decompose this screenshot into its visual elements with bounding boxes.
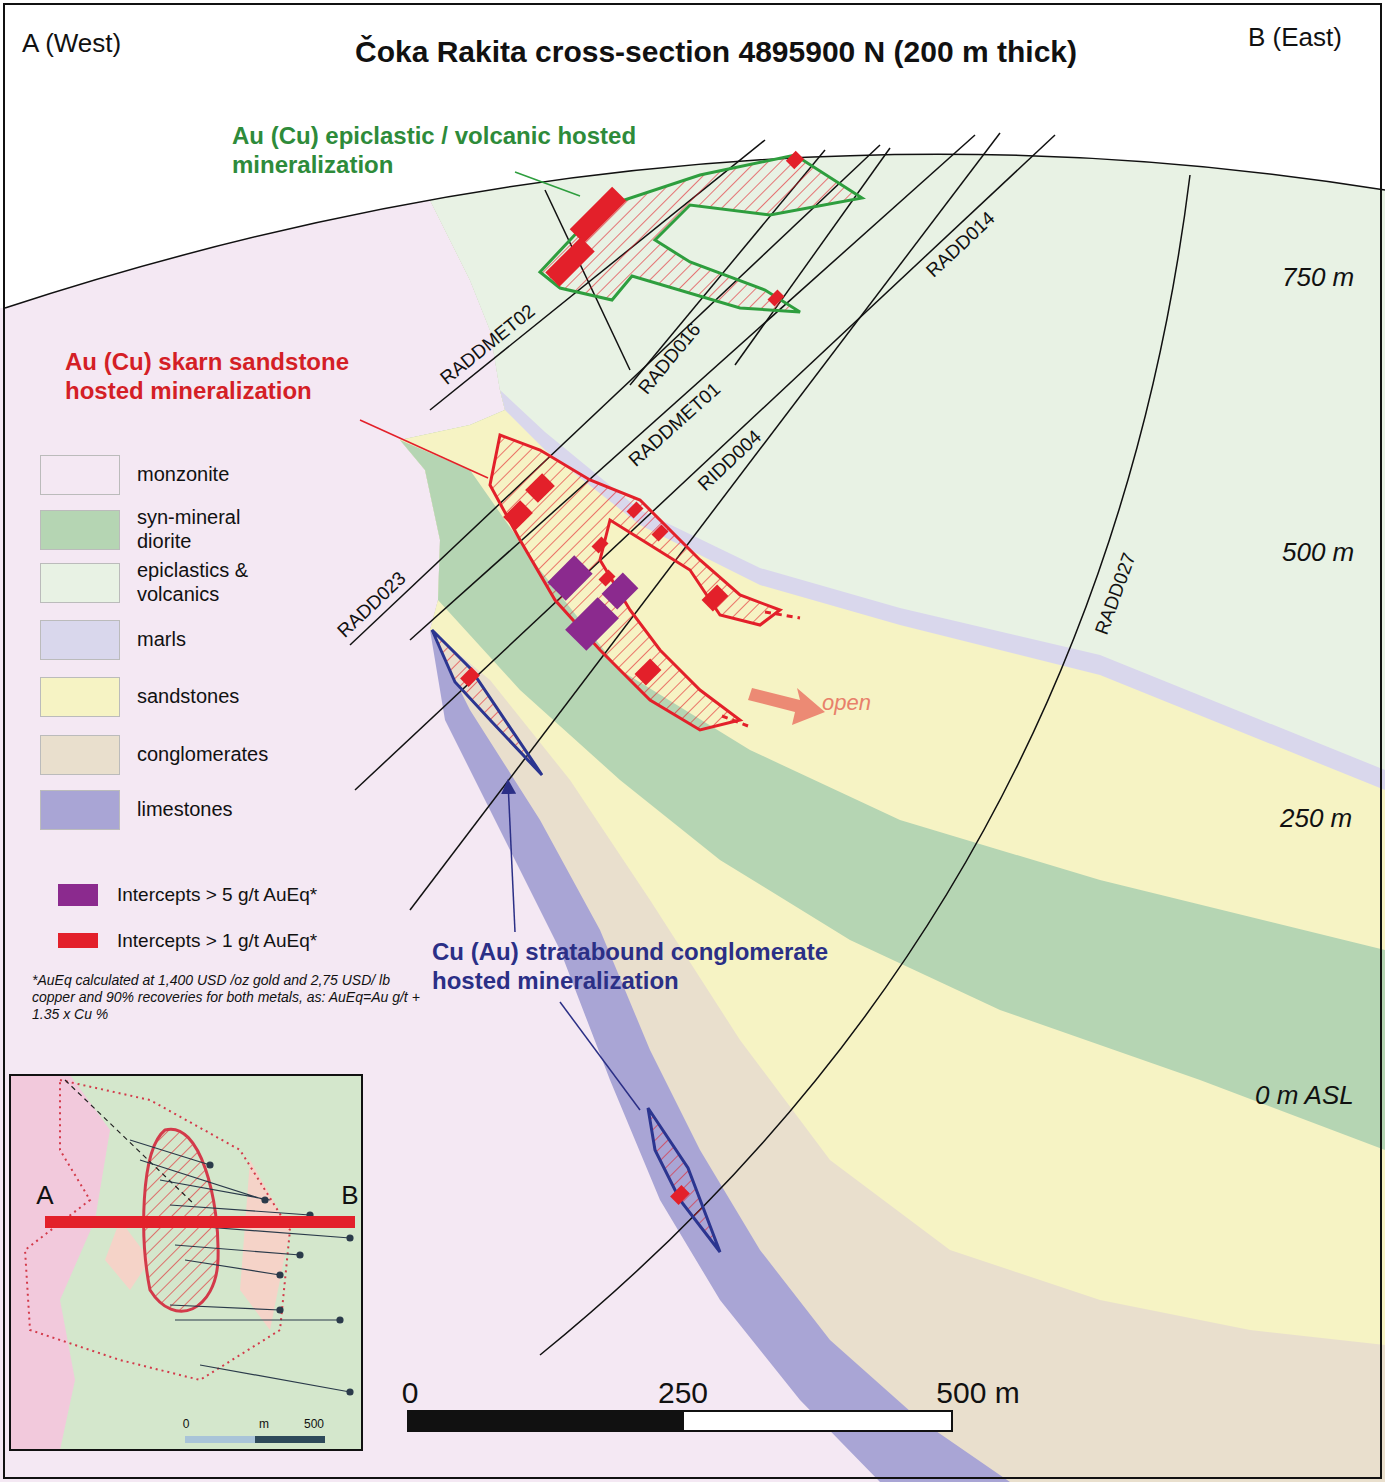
intercept: [652, 525, 669, 542]
legend-text: Intercepts > 5 g/t AuEq*: [117, 884, 317, 907]
legend-text: Intercepts > 1 g/t AuEq*: [117, 930, 317, 953]
limestone: [400, 0, 1385, 1482]
leader-line: [508, 782, 515, 932]
legend-text: limestones: [137, 797, 277, 821]
intercept: [627, 502, 644, 519]
legend-swatch: [40, 735, 120, 775]
inset-scale: 500: [304, 1417, 324, 1431]
drill-hole: [410, 133, 1000, 910]
scale-bar: [683, 1411, 952, 1431]
intercept: [503, 500, 533, 530]
scale-value: 500 m: [936, 1375, 1019, 1411]
inset-label: B: [341, 1180, 358, 1211]
mineralization-label: Au (Cu) skarn sandstone hosted mineraliz…: [65, 348, 405, 406]
scale-value: 250: [658, 1375, 708, 1411]
legend-swatch: [40, 790, 120, 830]
elevation: 250 m: [1280, 803, 1352, 834]
sandstone-lower: [400, 0, 1385, 1345]
inset-scale: m: [259, 1417, 269, 1431]
inset-label: A: [36, 1180, 53, 1211]
section-end: B (East): [1248, 22, 1342, 53]
elevation: 0 m ASL: [1255, 1080, 1354, 1111]
elevation: 750 m: [1282, 262, 1354, 293]
intercept: [547, 555, 592, 600]
intercept: [565, 597, 619, 651]
inset-scale: 0: [183, 1417, 190, 1431]
intercept: [460, 667, 480, 687]
legend-text: conglomerates: [137, 742, 277, 766]
leader-line: [515, 172, 580, 196]
intercept: [592, 537, 609, 554]
scale-bar: [407, 1410, 683, 1432]
intercept: [635, 659, 662, 686]
intercept: [768, 290, 785, 307]
skarn-zone: [490, 435, 780, 730]
scale-value: 0: [402, 1375, 419, 1411]
drill-holes: [350, 133, 1190, 1355]
intercept: [786, 151, 804, 169]
intercept: [525, 473, 555, 503]
legend-text: sandstones: [137, 684, 277, 708]
legend-swatch: [58, 933, 98, 948]
intercept: [702, 585, 729, 612]
legend-swatch: [40, 455, 120, 495]
footnote: *AuEq calculated at 1,400 USD /oz gold a…: [32, 972, 427, 1022]
drill-hole: [540, 175, 1190, 1355]
inset-map: [10, 1075, 362, 1450]
frame: [4, 4, 1381, 1478]
title: Čoka Rakita cross-section 4895900 N (200…: [355, 34, 1077, 70]
open-arrow: [748, 688, 825, 725]
elevation: 500 m: [1282, 537, 1354, 568]
epiclastic-zone: [540, 155, 862, 312]
legend-text: syn-mineral diorite: [137, 505, 277, 553]
legend-text: marls: [137, 627, 277, 651]
drill-hole: [355, 135, 1055, 790]
intercept: [670, 1185, 690, 1205]
legend-text: monzonite: [137, 462, 277, 486]
legend-swatch: [40, 677, 120, 717]
intercepts: [460, 151, 804, 1205]
legend-swatch: [40, 510, 120, 550]
conglomerate: [400, 0, 1385, 1482]
conglomerate-zone: [648, 1108, 720, 1252]
legend-swatch: [58, 884, 98, 906]
mineralization-label: Cu (Au) stratabound conglomerate hosted …: [432, 938, 912, 996]
legend-swatch: [40, 563, 120, 603]
leader-line: [360, 420, 488, 478]
legend-text: epiclastics & volcanics: [137, 558, 277, 606]
section-end: A (West): [22, 28, 121, 59]
conglomerate-zone: [432, 630, 542, 775]
legend-swatch: [40, 620, 120, 660]
intercept: [602, 573, 639, 610]
leader-line: [560, 1002, 640, 1110]
mineralization-label: Au (Cu) epiclastic / volcanic hosted min…: [232, 122, 652, 180]
intercept: [545, 237, 594, 286]
open-label: open: [822, 690, 871, 716]
